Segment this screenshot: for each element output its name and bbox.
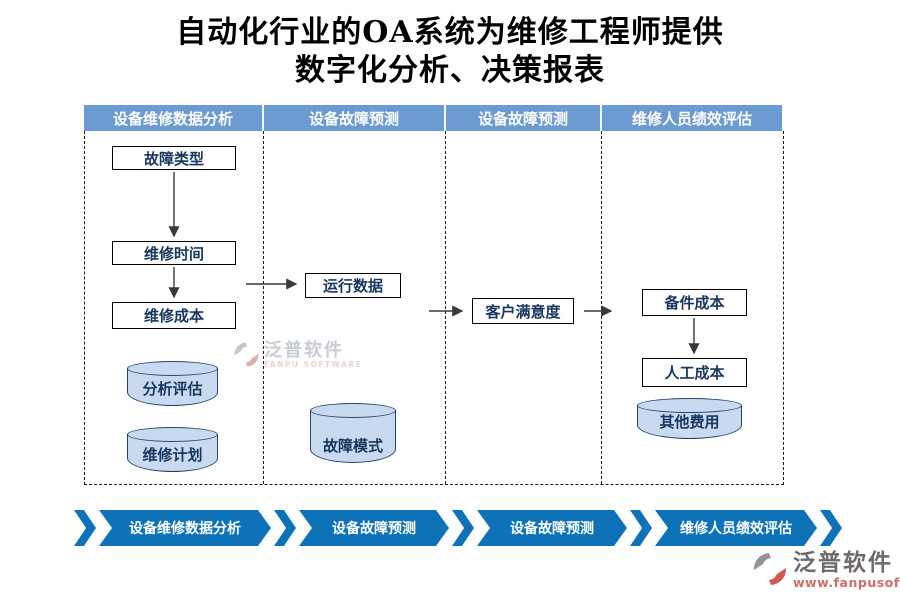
banner-chevron <box>820 510 842 546</box>
watermark-name: 泛普软件 <box>264 340 344 361</box>
node-run-data: 运行数据 <box>305 273 401 298</box>
lane-header-label: 设备维修数据分析 <box>112 109 233 128</box>
watermark-subtitle: FANPU SOFTWARE <box>264 360 363 369</box>
lane-divider <box>263 131 264 484</box>
cylinder-repair-plan: 维修计划 <box>127 427 218 472</box>
page-title-line2: 数字化分析、决策报表 <box>295 53 605 88</box>
lane-header-label: 设备故障预测 <box>477 109 568 128</box>
banner-step-fault-predict-1: 设备故障预测 <box>299 510 449 546</box>
logo-text: 泛普软件 www.fanpusoft.com <box>793 551 900 590</box>
logo-url: www.fanpusoft.com <box>793 575 900 590</box>
cylinder-top <box>127 361 218 376</box>
page-title-line1: 自动化行业的OA系统为维修工程师提供 <box>176 15 724 50</box>
cylinder-top <box>310 403 396 418</box>
node-customer-satisfaction: 客户满意度 <box>472 298 574 324</box>
cylinder-top <box>637 398 742 413</box>
cylinder-top <box>127 427 218 442</box>
banner-step-label: 设备维修数据分析 <box>129 521 241 537</box>
cylinder-fault-mode: 故障模式 <box>310 403 396 463</box>
cylinder-label: 维修计划 <box>142 446 203 464</box>
fanpu-logo-icon <box>234 342 259 367</box>
cylinder-body <box>310 410 396 463</box>
center-watermark: 泛普软件 FANPU SOFTWARE <box>233 341 362 369</box>
lane-header-performance: 维修人员绩效评估 <box>602 105 782 131</box>
banner-chevron <box>630 510 652 546</box>
lane-header-fault-predict-1: 设备故障预测 <box>264 105 444 131</box>
node-label: 故障类型 <box>143 149 204 168</box>
node-label: 备件成本 <box>664 294 725 312</box>
node-fault-type: 故障类型 <box>112 146 236 170</box>
lane-header-label: 维修人员绩效评估 <box>631 109 752 128</box>
banner-step-data-analysis: 设备维修数据分析 <box>99 510 271 546</box>
node-spare-parts-cost: 备件成本 <box>642 289 747 316</box>
node-labor-cost: 人工成本 <box>642 358 747 387</box>
logo-name: 泛普软件 <box>793 550 893 576</box>
cylinder-label: 其他费用 <box>659 413 720 431</box>
fanpu-logo: 泛普软件 www.fanpusoft.com <box>752 551 900 590</box>
node-repair-time: 维修时间 <box>112 241 236 265</box>
watermark-text: 泛普软件 FANPU SOFTWARE <box>264 341 362 369</box>
banner-step-label: 维修人员绩效评估 <box>680 521 792 537</box>
banner-step-performance: 维修人员绩效评估 <box>655 510 817 546</box>
banner-step-fault-predict-2: 设备故障预测 <box>477 510 627 546</box>
process-banner: 设备维修数据分析 设备故障预测 设备故障预测 维修人员绩效评估 <box>74 510 842 546</box>
banner-step-label: 设备故障预测 <box>332 521 416 537</box>
lane-divider <box>601 131 602 484</box>
banner-chevron <box>74 510 96 546</box>
cylinder-analysis-eval: 分析评估 <box>127 361 218 406</box>
lane-header-fault-predict-2: 设备故障预测 <box>446 105 600 131</box>
node-label: 维修成本 <box>143 307 204 325</box>
lane-header-data-analysis: 设备维修数据分析 <box>84 105 262 131</box>
page-title: 自动化行业的OA系统为维修工程师提供 数字化分析、决策报表 <box>0 14 900 90</box>
banner-step-label: 设备故障预测 <box>510 521 594 537</box>
banner-chevron <box>274 510 296 546</box>
node-repair-cost: 维修成本 <box>112 302 236 329</box>
node-label: 维修时间 <box>143 244 204 263</box>
node-label: 客户满意度 <box>485 302 561 321</box>
fanpu-logo-icon <box>753 553 787 585</box>
cylinder-label: 故障模式 <box>322 437 383 455</box>
node-label: 运行数据 <box>322 277 383 295</box>
cylinder-label: 分析评估 <box>142 380 203 398</box>
node-label: 人工成本 <box>664 364 725 382</box>
lane-header-label: 设备故障预测 <box>308 109 399 128</box>
lane-divider <box>445 131 446 484</box>
banner-chevron <box>452 510 474 546</box>
cylinder-other-cost: 其他费用 <box>637 398 742 439</box>
